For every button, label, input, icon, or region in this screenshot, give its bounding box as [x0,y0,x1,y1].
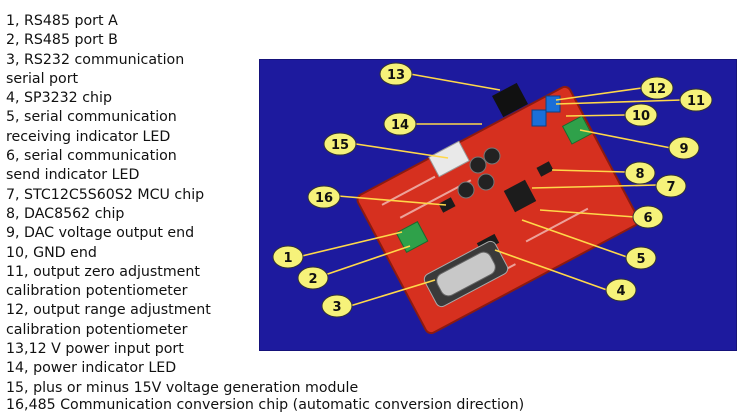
capacitor [477,173,495,191]
svg-text:3: 3 [332,300,341,315]
svg-text:8: 8 [635,167,644,182]
legend-item: 9, DAC voltage output end [6,225,195,242]
callout-badge-16: 16 [307,185,341,209]
power-connector [492,82,528,118]
legend-item: 3, RS232 communication serial port [6,51,185,87]
pcb-board [356,85,640,335]
svg-text:16: 16 [315,191,333,206]
svg-text:4: 4 [616,284,625,299]
callout-badge-2: 2 [297,266,329,290]
svg-text:14: 14 [391,118,409,133]
svg-text:2: 2 [308,272,317,287]
zero-potentiometer [531,109,547,127]
rs485-chip [438,197,456,213]
legend-item: 15, plus or minus 15V voltage generation… [6,379,359,396]
svg-text:15: 15 [331,138,349,153]
svg-text:6: 6 [643,211,652,226]
legend-item: 1, RS485 port A [6,13,118,29]
svg-text:9: 9 [679,142,688,157]
svg-text:13: 13 [387,68,405,83]
callout-badge-14: 14 [383,112,417,136]
legend-item: 14, power indicator LED [6,360,177,377]
callout-badge-8: 8 [624,161,656,185]
rs485-terminal [395,220,429,254]
callout-badge-5: 5 [625,246,657,270]
callout-badge-9: 9 [668,136,700,160]
callout-badge-15: 15 [323,132,357,156]
callout-badge-6: 6 [632,205,664,229]
legend-item: 13,12 V power input port [6,341,184,358]
legend-item: 6, serial communication send indicator L… [6,148,177,184]
voltage-module [428,140,470,178]
callout-badge-3: 3 [321,294,353,318]
svg-text:5: 5 [636,252,645,267]
db9-serial-port [423,240,509,308]
svg-text:7: 7 [666,180,675,195]
callout-badge-4: 4 [605,278,637,302]
callout-badge-1: 1 [272,245,304,269]
legend-item: 16,485 Communication conversion chip (au… [6,397,525,413]
callout-badge-7: 7 [655,174,687,198]
mcu-chip [503,179,537,213]
board-illustration: 1 2 3 4 5 6 7 8 9 10 11 12 13 14 15 16 [272,62,713,335]
component-legend: 1, RS485 port A 2, RS485 port B 3, RS232… [6,12,566,398]
svg-text:10: 10 [632,109,650,124]
legend-item: 7, STC12C5S60S2 MCU chip [6,186,205,203]
legend-item: 11, output zero adjustment calibration p… [6,263,200,300]
legend-item: 2, RS485 port B [6,32,118,49]
dac-chip [536,161,554,177]
callout-badge-11: 11 [679,88,713,112]
board-photo: 1 2 3 4 5 6 7 8 9 10 11 12 13 14 15 16 [260,60,736,350]
callout-badge-13: 13 [379,62,413,86]
output-terminal [561,115,593,145]
svg-text:11: 11 [687,94,705,109]
svg-text:12: 12 [648,82,666,97]
legend-item: 4, SP3232 chip [6,90,112,107]
legend-item: 5, serial communication receiving indica… [6,109,177,145]
legend-item: 12, output range adjustment calibration … [6,302,211,338]
leader-lines [301,73,683,307]
callout-badge-12: 12 [640,76,674,100]
legend-item: 8, DAC8562 chip [6,205,125,222]
callout-badge-10: 10 [624,103,658,127]
capacitor [457,181,475,199]
legend-item: 10, GND end [6,244,97,261]
svg-text:1: 1 [283,251,292,266]
capacitor [469,156,487,174]
capacitor [483,147,501,165]
